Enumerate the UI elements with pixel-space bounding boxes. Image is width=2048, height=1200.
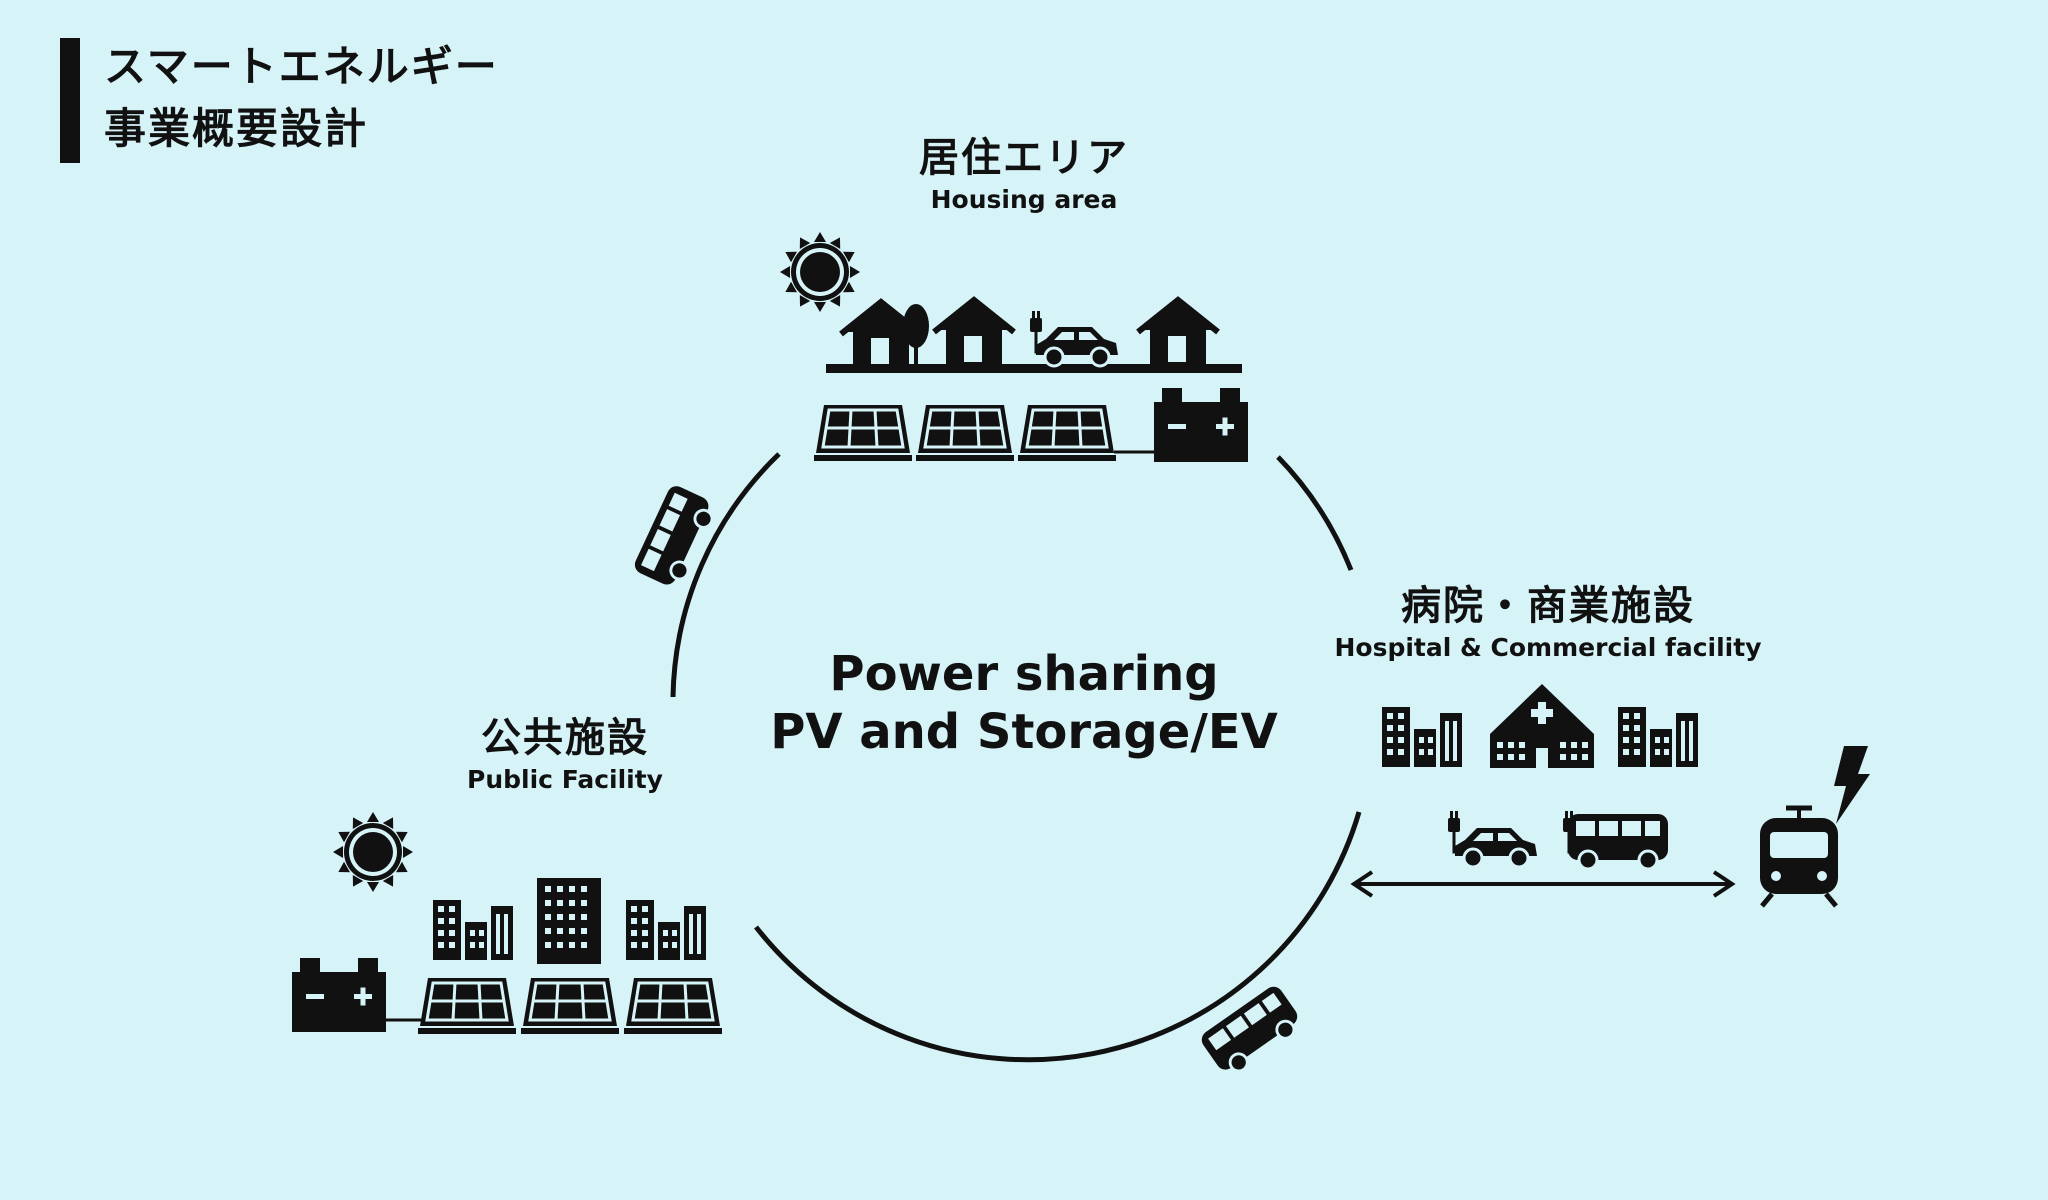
node-public-en: Public Facility — [467, 765, 663, 794]
ev-bus-icon — [1196, 981, 1308, 1082]
transit-arrow — [1350, 870, 1736, 898]
building-icon — [1382, 707, 1462, 767]
center-caption-line1: Power sharing — [829, 646, 1219, 702]
housing-cluster — [780, 232, 1248, 463]
page-title: スマートエネルギー 事業概要設計 — [104, 36, 499, 160]
solar-panel-icon — [622, 976, 724, 1036]
solar-panel-icon — [914, 403, 1016, 463]
center-caption-line2: PV and Storage/EV — [770, 704, 1278, 760]
node-housing: 居住エリア Housing area — [919, 132, 1129, 216]
node-hospital: 病院・商業施設 Hospital & Commercial facility — [1334, 580, 1761, 664]
house-icon — [1138, 300, 1218, 364]
solar-panel-icon — [1016, 403, 1118, 463]
sun-icon — [333, 812, 413, 892]
solar-panel-icon — [416, 976, 518, 1036]
building-icon — [433, 900, 513, 960]
node-hospital-en: Hospital & Commercial facility — [1334, 633, 1762, 662]
battery-icon — [292, 958, 386, 1032]
hospital-cluster — [1350, 684, 1870, 908]
sun-icon — [780, 232, 860, 312]
car-icon — [1453, 826, 1539, 869]
solar-panel-icon — [519, 976, 621, 1036]
center-caption: Power sharing PV and Storage/EV — [770, 645, 1278, 761]
train-icon — [1760, 805, 1838, 908]
ev-bus-icon — [630, 481, 721, 593]
node-public: 公共施設 Public Facility — [467, 712, 663, 796]
office-tower-icon — [537, 878, 601, 964]
title-accent-bar — [60, 38, 80, 163]
public-cluster — [292, 812, 724, 1036]
page-title-line1: スマートエネルギー — [104, 42, 499, 91]
sharing-ring — [670, 452, 1362, 1063]
solar-panel-icon — [812, 403, 914, 463]
node-hospital-jp: 病院・商業施設 — [1400, 583, 1695, 629]
node-housing-en: Housing area — [930, 185, 1118, 214]
bus-icon — [1566, 812, 1670, 871]
node-public-jp: 公共施設 — [481, 715, 649, 761]
ground-line — [826, 364, 1242, 373]
node-housing-jp: 居住エリア — [919, 135, 1129, 181]
hospital-icon — [1490, 684, 1594, 768]
tree-icon — [903, 304, 929, 364]
lightning-icon — [1834, 746, 1870, 824]
building-icon — [626, 900, 706, 960]
battery-icon — [1154, 388, 1248, 462]
building-icon — [1618, 707, 1698, 767]
car-icon — [1034, 325, 1120, 368]
page-title-line2: 事業概要設計 — [104, 104, 369, 153]
house-icon — [934, 300, 1014, 364]
